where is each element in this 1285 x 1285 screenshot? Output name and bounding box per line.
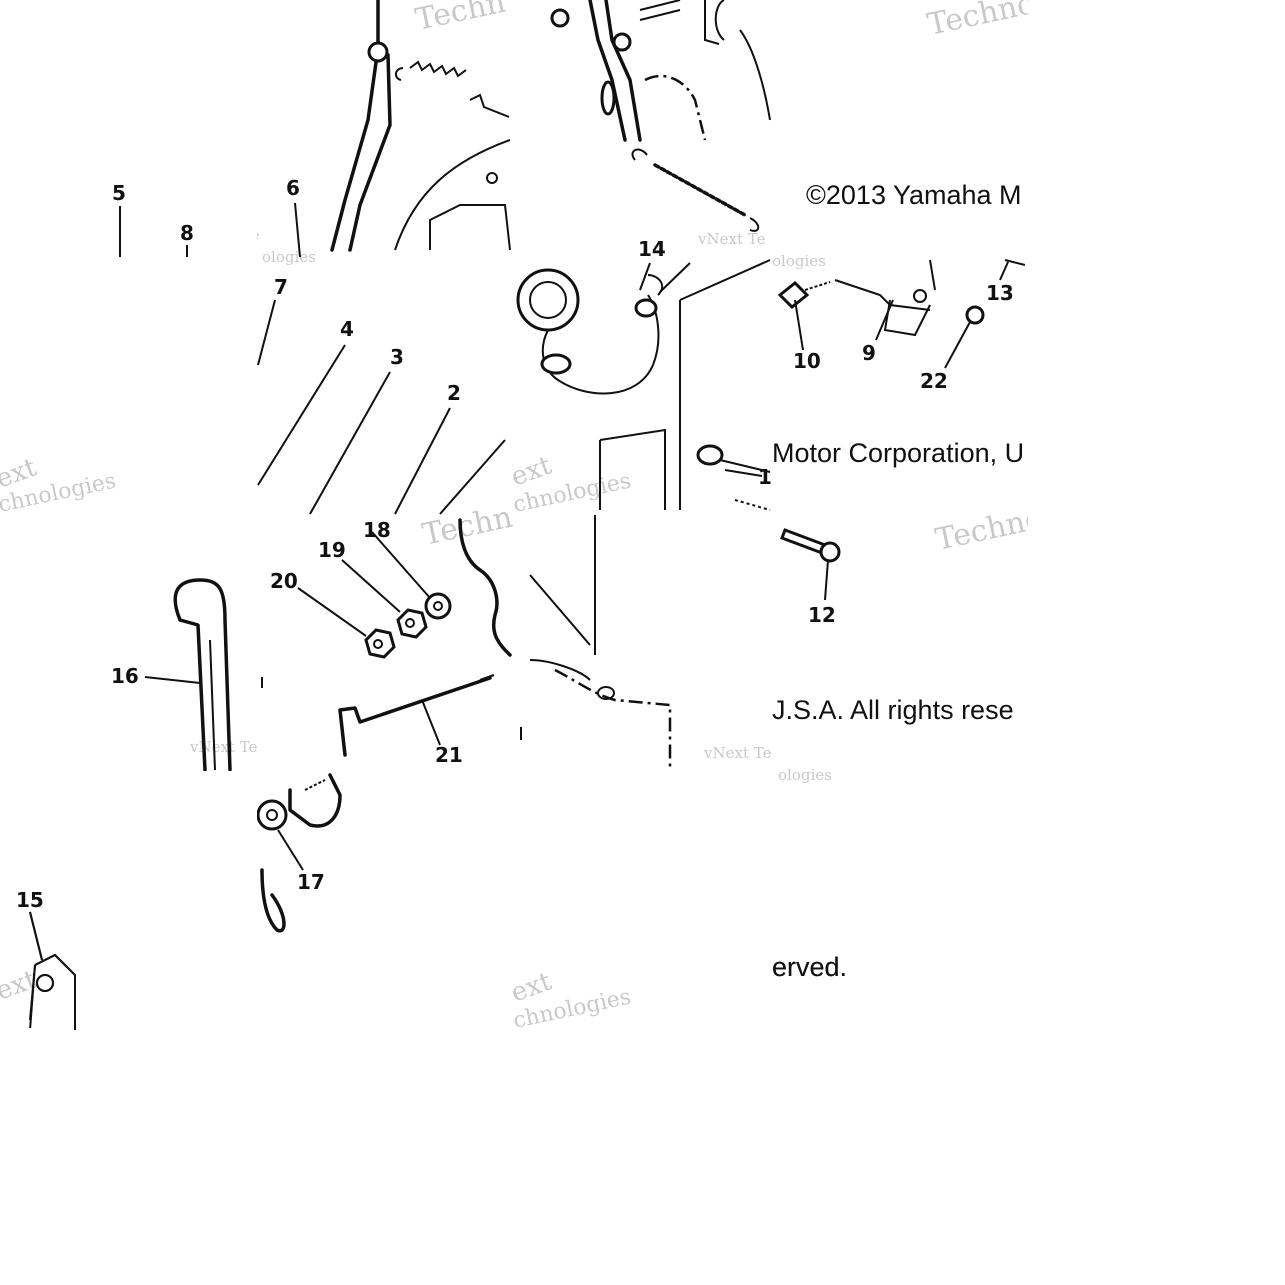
washer-17 [256,799,288,831]
mounting-bracket [599,259,771,511]
rod-21 [338,674,495,757]
watermark-text: vNext Te [189,738,258,756]
right-housing [458,515,672,770]
watermark-text: ologies [778,766,832,784]
callout-12: 12 [808,603,836,627]
copyright-notice: ©2013 Yamaha M Motor Corporation, U J.S.… [772,180,1024,982]
callout-14: 14 [638,237,666,261]
upper-linkage [550,0,771,142]
watermark-text: vNext Te [703,744,772,762]
callout-1: 1 [758,465,772,489]
part-13 [1004,259,1026,266]
watermark-text: Techn [412,0,508,38]
spring-top [395,60,467,81]
callout-6: 6 [286,176,300,200]
bracket-9 [834,259,936,337]
watermark-text: Techn [419,500,515,553]
copyright-line-2: Motor Corporation, U [772,438,1024,468]
copyright-line-3: J.S.A. All rights rese [772,695,1014,725]
callout-21: 21 [435,743,463,767]
bolt-10 [777,280,831,310]
callout-20: 20 [270,569,298,593]
callout-10: 10 [793,349,821,373]
callout-8: 8 [180,221,194,245]
callout-13: 13 [986,281,1014,305]
callout-5: 5 [112,181,126,205]
callout-17: 17 [297,870,325,894]
carburetor-body-outline [394,93,511,251]
screw-12 [780,528,841,563]
callout-22: 22 [920,369,948,393]
callout-2: 2 [447,381,461,405]
callout-15: 15 [16,888,44,912]
watermark-text: vNext Te [697,230,766,248]
callout-labels: 5 8 6 7 4 3 2 14 10 9 22 13 1 12 18 19 2… [16,176,1014,912]
copyright-line-4: erved. [772,952,847,982]
callout-3: 3 [390,345,404,369]
callout-19: 19 [318,538,346,562]
watermark-text: ologies [772,252,826,270]
callout-4: 4 [340,317,354,341]
lever-16 [173,578,232,772]
callout-16: 16 [111,664,139,688]
spring-14 [631,148,760,232]
housing-lower [260,773,342,933]
nut-19 [396,608,428,639]
screw-22 [965,305,985,325]
throttle-link-arm [330,0,392,252]
copyright-line-1: ©2013 Yamaha M [806,180,1022,210]
nut-20 [364,628,396,659]
callout-18: 18 [363,518,391,542]
bracket-15 [29,953,76,1030]
callout-7: 7 [274,275,288,299]
washer-18 [424,592,452,620]
choke-cable-assembly [516,268,664,395]
watermark-text: ologies [262,248,316,266]
callout-9: 9 [862,341,876,365]
copyright-line-4: erved. [772,952,847,982]
